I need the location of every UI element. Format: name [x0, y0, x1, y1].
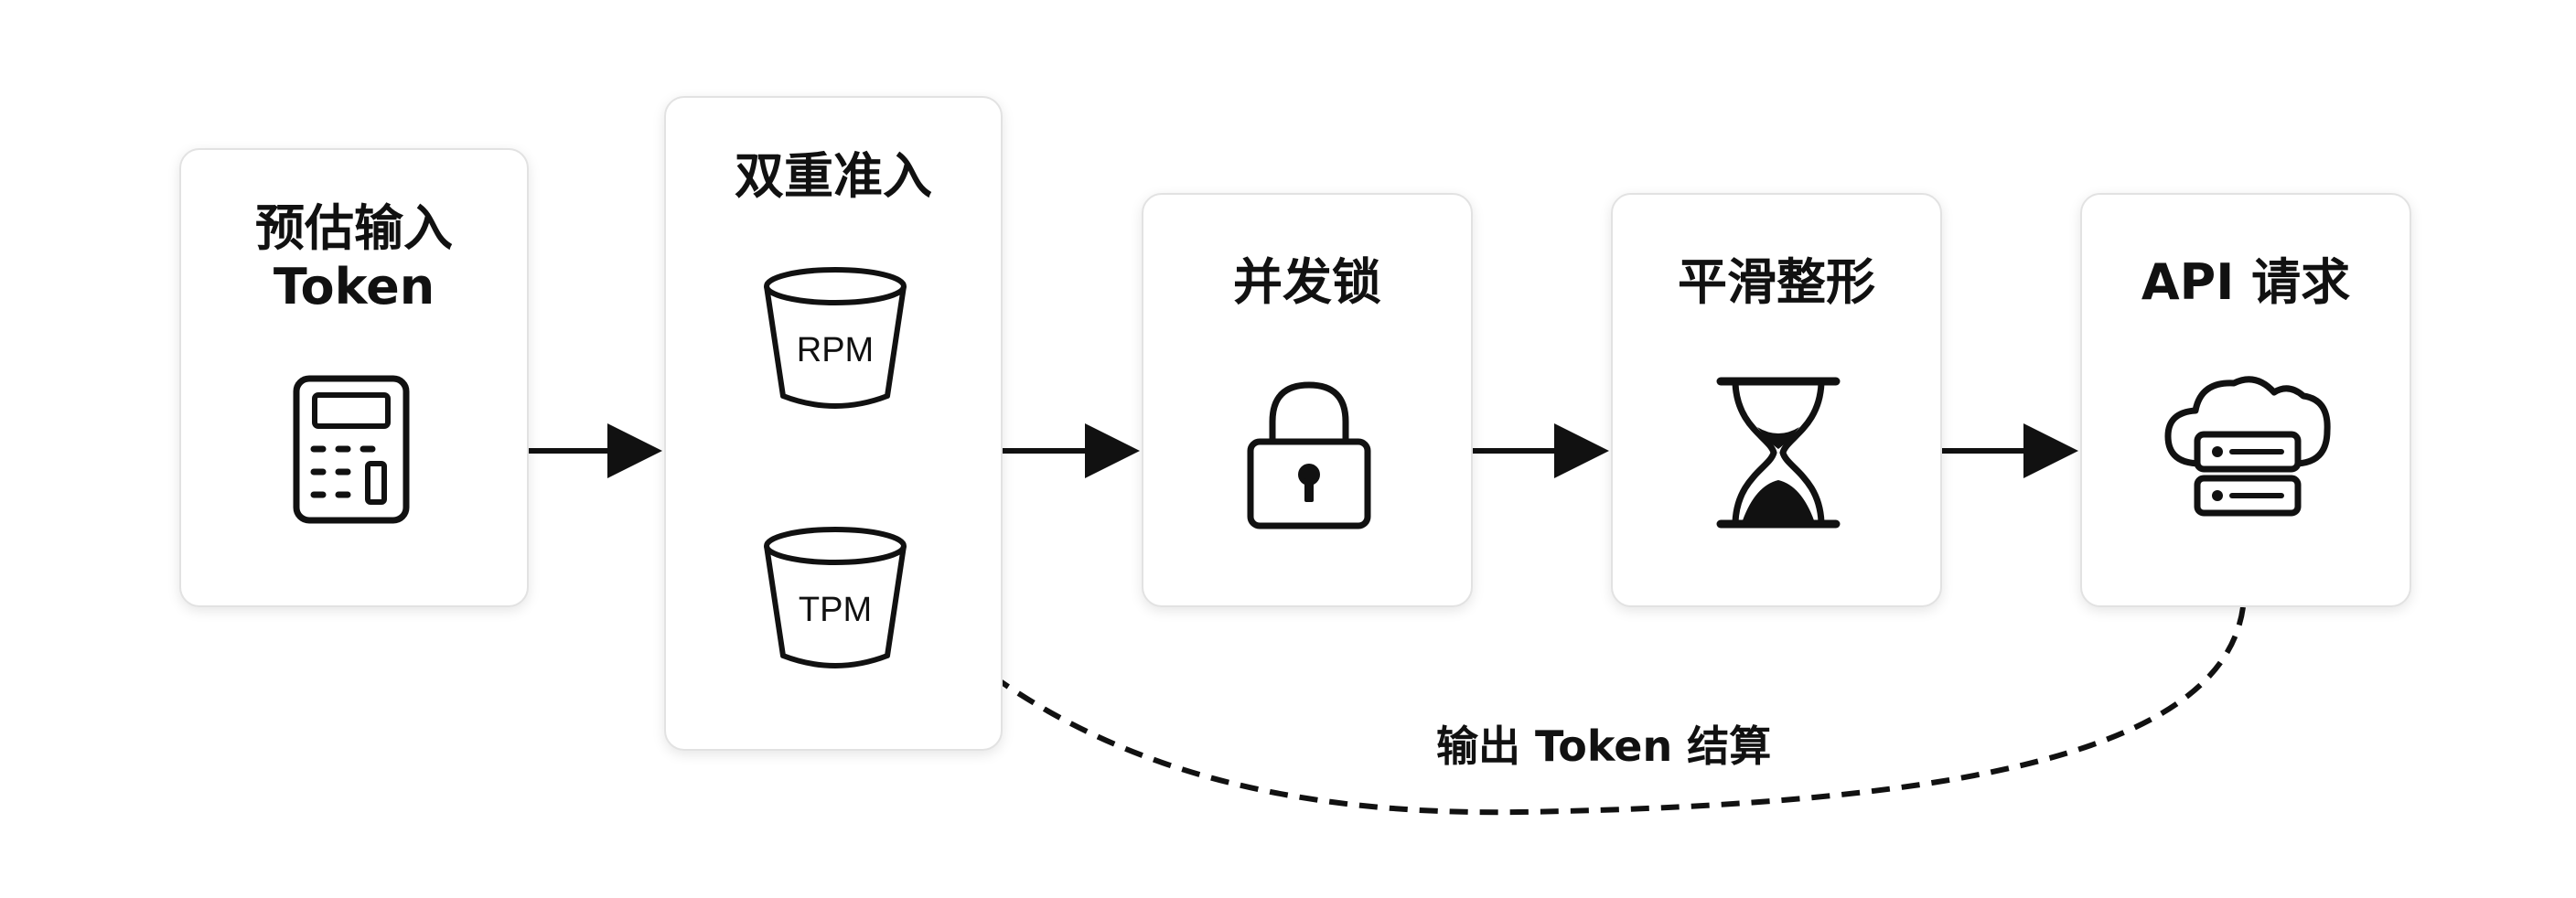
node-estimate-input-token: 预估输入 Token — [179, 148, 529, 607]
bucket-label-rpm: RPM — [797, 331, 874, 369]
node-dual-admission: 双重准入 RPM TPM — [664, 96, 1003, 751]
bucket-icon: RPM — [764, 267, 907, 409]
node-concurrency-lock: 并发锁 — [1142, 193, 1473, 607]
bucket-label-tpm: TPM — [799, 591, 872, 629]
padlock-icon — [1247, 381, 1371, 529]
node-api-title: API 请求 — [2141, 253, 2351, 311]
node-api-request: API 请求 — [2080, 193, 2411, 607]
node-estimate-title: 预估输入 Token — [255, 199, 453, 315]
node-admission-title: 双重准入 — [735, 147, 932, 205]
calculator-icon — [293, 375, 410, 524]
hourglass-icon — [1716, 377, 1841, 529]
node-smoothing-title: 平滑整形 — [1678, 253, 1875, 311]
cloud-server-icon — [2164, 376, 2331, 517]
node-concurrency-title: 并发锁 — [1233, 253, 1381, 311]
arrow-feedback-to-tpm — [926, 606, 2246, 816]
node-smoothing-shaping: 平滑整形 — [1611, 193, 1942, 607]
feedback-edge-label: 输出 Token 结算 — [1436, 722, 1772, 771]
bucket-icon: TPM — [764, 527, 907, 668]
